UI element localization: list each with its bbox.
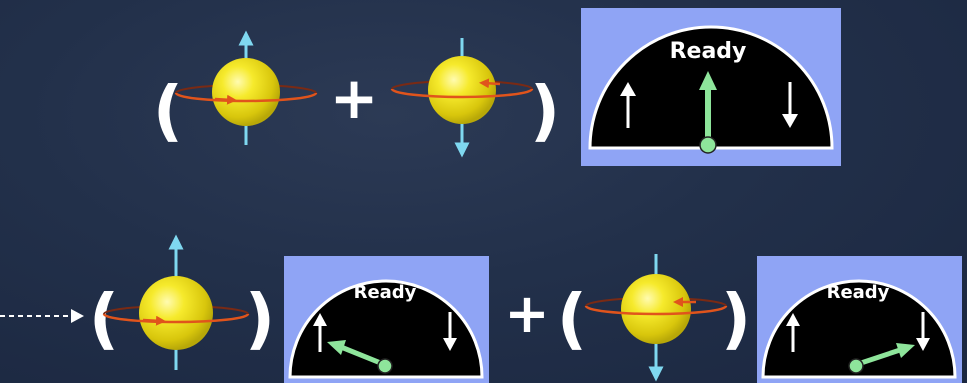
measurement-meter-up: Ready bbox=[284, 256, 489, 383]
arrow-down-icon bbox=[443, 312, 457, 351]
arrow-down-icon bbox=[782, 82, 798, 128]
spin-down-icon bbox=[390, 38, 534, 158]
open-paren: ( bbox=[557, 280, 587, 357]
measurement-meter-top: Ready bbox=[581, 8, 841, 166]
measurement-meter-down: Ready bbox=[757, 256, 962, 383]
spin-down-icon bbox=[584, 254, 728, 382]
meter-needle bbox=[327, 340, 393, 374]
spin-up-icon bbox=[174, 30, 318, 145]
arrow-up-icon bbox=[620, 82, 636, 128]
bottom-outcomes-row: ( ) Ready bbox=[0, 234, 962, 383]
dashed-arrow-icon bbox=[0, 309, 84, 323]
meter-label: Ready bbox=[827, 282, 890, 303]
meter-label: Ready bbox=[354, 282, 417, 303]
close-paren: ) bbox=[530, 72, 560, 149]
arrow-down-icon bbox=[916, 312, 930, 351]
top-superposition-row: ( + ) Ready bbox=[153, 8, 841, 166]
arrow-up-icon bbox=[786, 313, 800, 352]
spin-up-icon bbox=[102, 234, 250, 370]
close-paren: ) bbox=[245, 280, 275, 357]
meter-needle bbox=[848, 343, 915, 374]
plus-sign: + bbox=[330, 64, 379, 132]
open-paren: ( bbox=[153, 72, 183, 149]
plus-sign: + bbox=[504, 282, 549, 345]
close-paren: ) bbox=[721, 280, 751, 357]
arrow-up-icon bbox=[313, 313, 327, 352]
meter-label: Ready bbox=[670, 39, 747, 64]
meter-needle bbox=[699, 71, 717, 154]
